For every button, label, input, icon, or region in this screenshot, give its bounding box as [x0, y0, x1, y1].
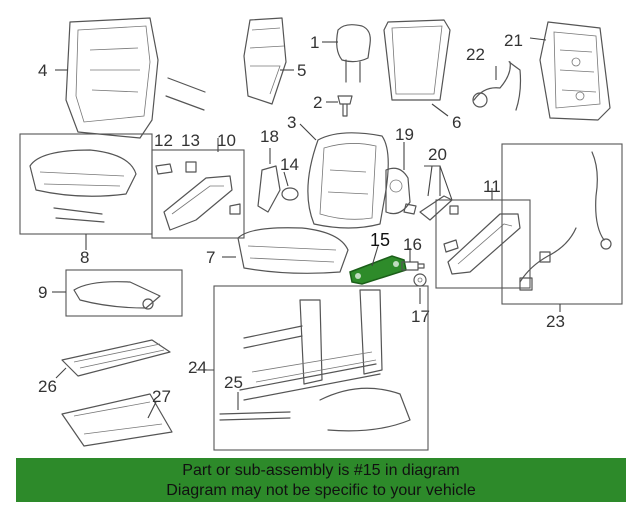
part-16-bolt: [401, 261, 425, 271]
part-23-harness: [519, 151, 612, 291]
part-9-cover: [73, 281, 161, 310]
callout-7: 7: [206, 248, 215, 267]
notice-banner: Part or sub-assembly is #15 in diagram D…: [16, 458, 626, 502]
part-18-cover: [257, 165, 281, 213]
part-8-cushion: [29, 149, 137, 223]
part-25-handle: [219, 411, 291, 421]
group-box-11: [435, 199, 531, 289]
callout-5: 5: [297, 61, 306, 80]
callout-2: 2: [313, 93, 322, 112]
notice-line-2: Diagram may not be specific to your vehi…: [166, 482, 476, 499]
callout-24: 24: [188, 358, 207, 377]
part-3-seatback-assembly: [307, 132, 389, 229]
callout-19: 19: [395, 125, 414, 144]
part-24-seat-track: [239, 289, 411, 432]
callout-15: 15: [370, 230, 390, 250]
part-27-cushion-frame: [61, 393, 173, 447]
callout-11: 11: [483, 177, 501, 196]
part-26-spring-mat: [61, 339, 171, 377]
group-box-10: [151, 149, 245, 239]
callout-13: 13: [181, 131, 200, 150]
notice-line-1: Part or sub-assembly is #15 in diagram: [182, 462, 460, 479]
part-7-seat-cushion: [237, 227, 349, 274]
callout-1: 1: [310, 33, 319, 52]
part-2-headrest-guide: [337, 95, 353, 117]
callout-25: 25: [224, 373, 243, 392]
part-5-pad: [243, 17, 287, 105]
part-13-clip: [185, 161, 197, 173]
callout-9: 9: [38, 283, 47, 302]
part-12-clip: [155, 163, 173, 175]
part-15-highlighted-bracket: [349, 255, 407, 285]
callout-12: 12: [154, 131, 173, 150]
callout-17: 17: [411, 307, 430, 326]
part-21-back-frame-assembly: [539, 21, 611, 121]
part-6-back-frame: [383, 19, 451, 101]
callout-18: 18: [260, 127, 279, 146]
callout-10: 10: [217, 131, 236, 150]
part-4-seatback-cover: [65, 17, 206, 139]
group-box-9: [65, 269, 183, 317]
group-box-23: [501, 143, 623, 305]
callout-23: 23: [546, 312, 565, 331]
callout-16: 16: [403, 235, 422, 254]
group-box-8: [19, 133, 153, 235]
callout-20: 20: [428, 145, 447, 164]
callout-3: 3: [287, 113, 296, 132]
part-11-side-trim: [443, 213, 521, 275]
part-19-recliner-cover: [385, 167, 417, 215]
callout-26: 26: [38, 377, 57, 396]
part-17-washer: [413, 273, 427, 287]
group-box-24: [213, 285, 429, 451]
part-10-side-cover: [163, 175, 241, 231]
callout-8: 8: [80, 248, 89, 267]
part-14-knob: [281, 187, 299, 201]
callout-14: 14: [280, 155, 299, 174]
callout-27: 27: [152, 387, 171, 406]
callout-22: 22: [466, 45, 485, 64]
callout-21: 21: [504, 31, 523, 50]
callout-6: 6: [452, 113, 461, 132]
part-22-cable: [472, 61, 522, 111]
callout-4: 4: [38, 61, 47, 80]
part-1-headrest: [336, 24, 371, 83]
